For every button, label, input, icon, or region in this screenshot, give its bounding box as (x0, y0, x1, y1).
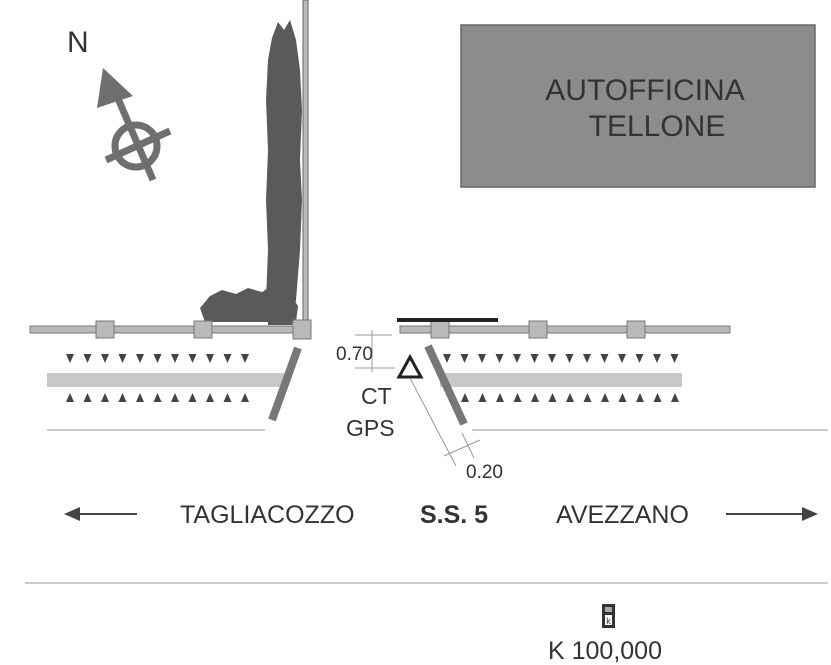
verge-tick (600, 354, 609, 363)
verge-tick (171, 354, 179, 363)
verge-tick (565, 354, 574, 363)
east-direction-label: AVEZZANO (556, 501, 689, 529)
verge-tick (241, 393, 249, 402)
verge-tick (136, 354, 144, 363)
right-fence (397, 318, 731, 339)
verge-tick (188, 354, 197, 363)
verge-tick (478, 354, 486, 363)
building-name-line2: TELLONE (589, 110, 726, 143)
verge-tick (618, 354, 626, 363)
west-arrow-icon (64, 507, 137, 521)
building (460, 24, 816, 188)
verge-tick (101, 393, 109, 402)
verge-tick (635, 354, 644, 363)
verge-tick (495, 354, 504, 363)
verge-tick (583, 393, 592, 402)
building-name-line1: AUTOFFICINA (545, 74, 744, 107)
west-direction-label: TAGLIACOZZO (180, 501, 355, 529)
verge-tick (66, 393, 74, 402)
verge-tick (206, 393, 214, 402)
verge-tick (241, 354, 249, 363)
verge-tick (531, 393, 539, 402)
verge-tick (83, 354, 92, 363)
offset-bottom-label: 0.20 (466, 462, 503, 483)
verge-tick (530, 354, 539, 363)
verge-tick (671, 393, 679, 402)
verge-tick (153, 393, 162, 402)
verge-tick (601, 393, 609, 402)
left-verge (47, 346, 302, 431)
right-verge (424, 344, 828, 431)
verge-tick (653, 354, 661, 363)
north-arrow-icon (97, 68, 172, 182)
verge-tick (171, 393, 179, 402)
verge-tick (101, 354, 109, 363)
verge-tick (206, 354, 214, 363)
verge-tick (461, 393, 469, 402)
verge-tick (118, 354, 127, 363)
kilometer-label: K 100,000 (548, 637, 662, 665)
verge-tick (548, 393, 557, 402)
verge-tick (496, 393, 504, 402)
fence-pole (302, 0, 309, 327)
verge-tick (548, 354, 556, 363)
north-label: N (67, 26, 89, 59)
verge-tick (66, 354, 74, 363)
verge-tick (513, 354, 521, 363)
triangle-survey-point-icon (396, 353, 424, 379)
survey-point-label-line1: CT (361, 383, 392, 409)
verge-tick (566, 393, 574, 402)
verge-tick (443, 354, 451, 363)
offset-top-label: 0.70 (336, 344, 373, 365)
verge-tick (653, 393, 662, 402)
kilometer-stone-icon: k (602, 604, 615, 628)
verge-tick (460, 354, 469, 363)
verge-tick (153, 354, 162, 363)
verge-tick (83, 393, 92, 402)
verge-tick (136, 393, 144, 402)
dimension-lines (355, 330, 481, 467)
kilometer-stone-letter: k (606, 616, 611, 626)
verge-tick (188, 393, 197, 402)
east-arrow-icon (726, 507, 818, 521)
verge-tick (223, 354, 232, 363)
verge-tick (478, 393, 487, 402)
verge-tick (670, 354, 679, 363)
hedge (200, 20, 302, 325)
survey-point-label-line2: GPS (346, 415, 395, 441)
verge-tick (513, 393, 522, 402)
verge-tick (618, 393, 627, 402)
left-fence (29, 319, 312, 340)
verge-tick (636, 393, 644, 402)
road-name-label: S.S. 5 (420, 501, 488, 529)
verge-tick (223, 393, 232, 402)
verge-tick (583, 354, 591, 363)
verge-tick (118, 393, 127, 402)
